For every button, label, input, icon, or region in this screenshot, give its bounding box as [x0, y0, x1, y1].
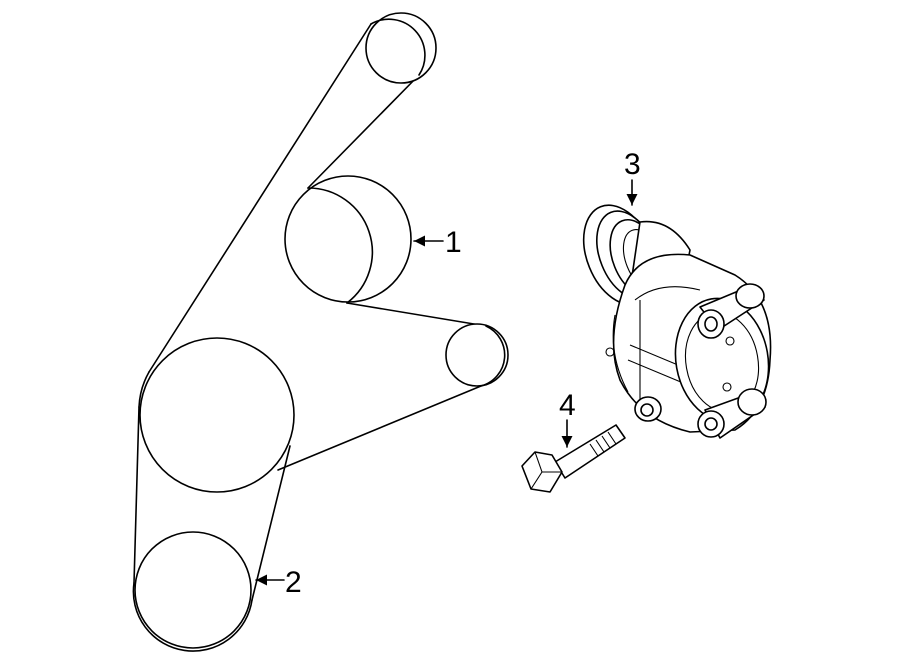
pulley-top [365, 12, 437, 84]
serpentine-belt [133, 23, 487, 601]
pulley-power-steering [284, 175, 412, 304]
mounting-bolt [521, 424, 626, 493]
callout-label-4: 4 [559, 389, 576, 422]
callout-label-2: 2 [285, 566, 302, 599]
pulley-crankshaft [138, 337, 295, 493]
callout-label-1: 1 [445, 226, 462, 259]
power-steering-pump [582, 204, 772, 439]
callout-1: 1 [413, 226, 462, 259]
callout-2: 2 [255, 566, 302, 599]
callout-4: 4 [559, 389, 576, 448]
pulley-lower [132, 531, 253, 652]
callout-label-3: 3 [624, 148, 641, 181]
callout-3: 3 [624, 148, 641, 206]
pulley-idler [445, 323, 509, 387]
